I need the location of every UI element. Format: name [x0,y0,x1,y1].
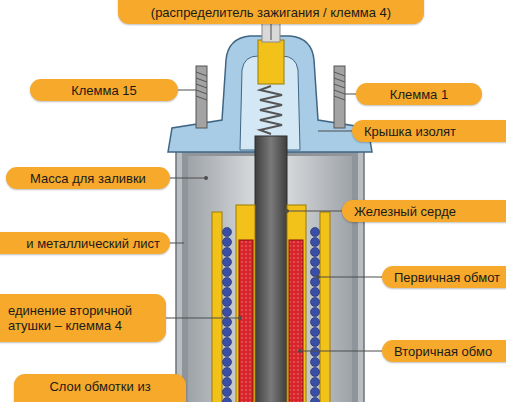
winding-turn [311,338,320,347]
winding-turn [311,358,320,367]
label-text: и металлический лист [26,236,160,251]
label-text: (распределитель зажигания / клемма 4) [151,5,391,20]
winding-turn [311,368,320,377]
winding-turn [311,288,320,297]
winding-turn [311,328,320,337]
winding-turn [223,358,232,367]
winding-turn [311,318,320,327]
label-box: и металлический лист [0,232,170,254]
winding-turn [223,368,232,377]
label-text: Масса для заливки [30,171,146,186]
winding-turn [223,348,232,357]
winding-turn [223,268,232,277]
secondary-winding [239,240,253,402]
winding-turn [311,378,320,387]
winding-turn [311,348,320,357]
winding-turn [311,238,320,247]
leader-lines [166,24,382,351]
label-box: Крышка изолят [352,120,506,142]
label-box: (распределитель зажигания / клемма 4) [118,0,424,24]
sleeve-left [212,212,222,402]
winding-turn [223,248,232,257]
winding-turn [223,288,232,297]
winding-turn [223,388,232,397]
bobbin-right [287,205,306,402]
winding-turn [311,388,320,397]
winding-turn [223,328,232,337]
label-box: Вторичная обмо [382,340,506,362]
label-box: Первичная обмот [382,266,506,288]
winding-turn [223,338,232,347]
sleeve-right [320,212,330,402]
winding-turn [311,248,320,257]
label-box: Масса для заливки [6,167,170,189]
winding-turn [223,258,232,267]
winding-turn [223,398,232,402]
winding-turn [311,258,320,267]
label-text: Вторичная обмо [394,344,492,359]
label-box: единение вторичной атушки – клемма 4 [0,294,166,342]
label-text: Железный серде [354,204,456,219]
winding-turn [223,228,232,237]
terminal-15-stud [196,66,207,128]
winding-turn [223,378,232,387]
primary-winding [223,228,320,402]
label-text: Первичная обмот [394,270,500,285]
label-text: Клемма 15 [71,83,137,98]
winding-turn [311,228,320,237]
secondary-winding [289,240,303,402]
label-box: Клемма 1 [356,83,482,105]
thread-lines [196,72,207,100]
leader-dots [204,176,320,353]
winding-turn [311,298,320,307]
winding-turn [223,278,232,287]
thread-lines [334,72,345,100]
label-text: единение вторичной атушки – клемма 4 [0,303,148,333]
insulating-cap [168,36,372,152]
high-voltage-terminal [258,40,284,84]
iron-core [255,136,287,402]
label-text: Слои обмотки из [49,379,150,394]
winding-turn [223,298,232,307]
label-text: Клемма 1 [390,87,448,102]
label-text: Крышка изолят [364,124,456,139]
winding-turn [311,308,320,317]
winding-turn [223,308,232,317]
label-box: Клемма 15 [30,79,178,101]
winding-turn [223,238,232,247]
label-box: Слои обмотки из [14,374,186,402]
terminal-1-stud [334,66,345,128]
label-box: Железный серде [342,200,506,222]
winding-turn [223,318,232,327]
contact-spring [260,86,282,134]
winding-turn [311,398,320,402]
bobbin-left [236,205,255,402]
